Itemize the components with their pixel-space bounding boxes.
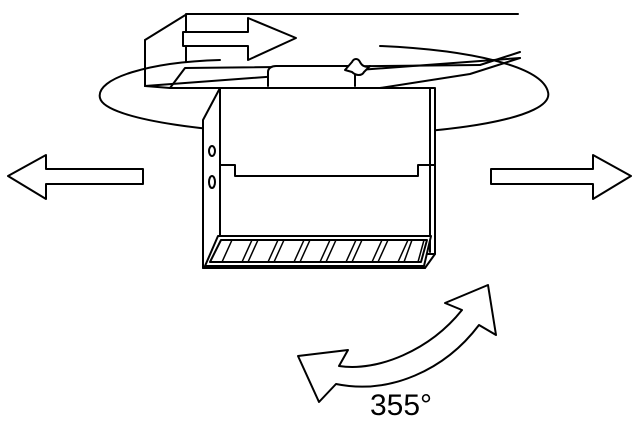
screw-bottom	[208, 175, 216, 189]
screw-top	[208, 145, 216, 157]
track-adapter	[267, 58, 371, 87]
rotation-angle-label: 355°	[370, 389, 433, 422]
light-louvres	[204, 235, 432, 267]
slide-right-arrow-icon	[182, 17, 297, 61]
rotate-double-arrow-icon	[297, 284, 497, 403]
move-left-arrow-icon	[7, 154, 144, 200]
move-right-arrow-icon	[490, 154, 632, 200]
